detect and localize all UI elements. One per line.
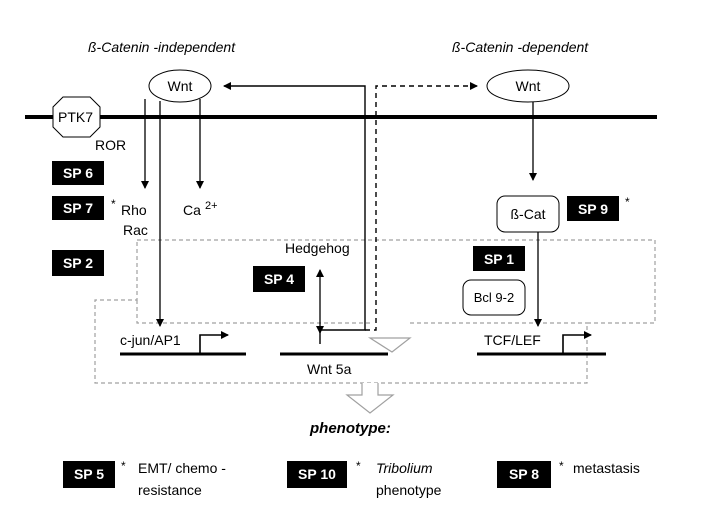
sp8-badge: SP 8	[497, 461, 551, 488]
sp4-label: SP 4	[264, 271, 294, 287]
gene-cjun	[120, 331, 246, 356]
ca-label: Ca	[183, 202, 201, 218]
sp10-label: SP 10	[298, 466, 336, 482]
bcl-box	[462, 279, 526, 316]
rac-label: Rac	[123, 222, 148, 238]
wnt5a-feedback-solid	[223, 82, 366, 344]
sp2-badge: SP 2	[52, 250, 104, 276]
wnt-left-label: Wnt	[168, 78, 193, 94]
sp9-badge: SP 9	[567, 196, 619, 221]
ptk7-octagon	[52, 96, 101, 138]
sp10-legend-line1: Tribolium	[376, 460, 433, 476]
sp7-badge: SP 7	[52, 196, 104, 220]
bcat-label: ß-Cat	[511, 206, 546, 222]
wnt-right-label: Wnt	[516, 78, 541, 94]
wnt5a-label: Wnt 5a	[307, 361, 352, 377]
wnt5a-feedback-dashed	[365, 82, 478, 331]
sp5-legend-line2: resistance	[138, 482, 202, 498]
sp2-label: SP 2	[63, 255, 93, 271]
gene-tcf	[477, 331, 606, 356]
sp5-asterisk: *	[121, 459, 126, 473]
ror-label: ROR	[95, 137, 126, 153]
sp10-legend-line2: phenotype	[376, 482, 442, 498]
rho-asterisk: *	[111, 197, 116, 211]
sp6-label: SP 6	[63, 165, 93, 181]
hedgehog-label: Hedgehog	[285, 240, 350, 256]
tcf-label: TCF/LEF	[484, 332, 541, 348]
header-beta-catenin-independent: ß-Catenin -independent	[88, 39, 236, 55]
bcl-label: Bcl 9-2	[474, 290, 514, 305]
sp7-label: SP 7	[63, 200, 93, 216]
ca-superscript: 2+	[205, 200, 218, 212]
wnt-right-ellipse	[486, 69, 570, 103]
sp1-label: SP 1	[484, 251, 514, 267]
cjun-label: c-jun/AP1	[120, 332, 181, 348]
sp5-legend-line1: EMT/ chemo -	[138, 460, 226, 476]
phenotype-label: phenotype:	[309, 420, 391, 437]
sp9-asterisk: *	[625, 195, 630, 209]
dashed-region-outline	[94, 239, 656, 384]
sp1-badge: SP 1	[473, 246, 525, 271]
sp5-label: SP 5	[74, 466, 104, 482]
hollow-arrow-phenotype	[345, 383, 395, 414]
sp10-badge: SP 10	[287, 461, 347, 488]
sp8-legend-line1: metastasis	[573, 460, 640, 476]
sp5-badge: SP 5	[63, 461, 115, 488]
ptk7-label: PTK7	[58, 109, 93, 125]
wnt-left-ellipse	[148, 69, 212, 103]
sp10-asterisk: *	[356, 459, 361, 473]
sp8-label: SP 8	[509, 466, 539, 482]
sp6-badge: SP 6	[52, 161, 104, 185]
sp4-badge: SP 4	[253, 266, 305, 292]
sp8-asterisk: *	[559, 459, 564, 473]
sp9-label: SP 9	[578, 201, 608, 217]
dashed-region-inner	[136, 300, 370, 324]
hollow-arrow-wnt5a	[367, 337, 412, 353]
bcat-box	[496, 195, 560, 233]
rho-label: Rho	[121, 202, 147, 218]
header-beta-catenin-dependent: ß-Catenin -dependent	[452, 39, 589, 55]
